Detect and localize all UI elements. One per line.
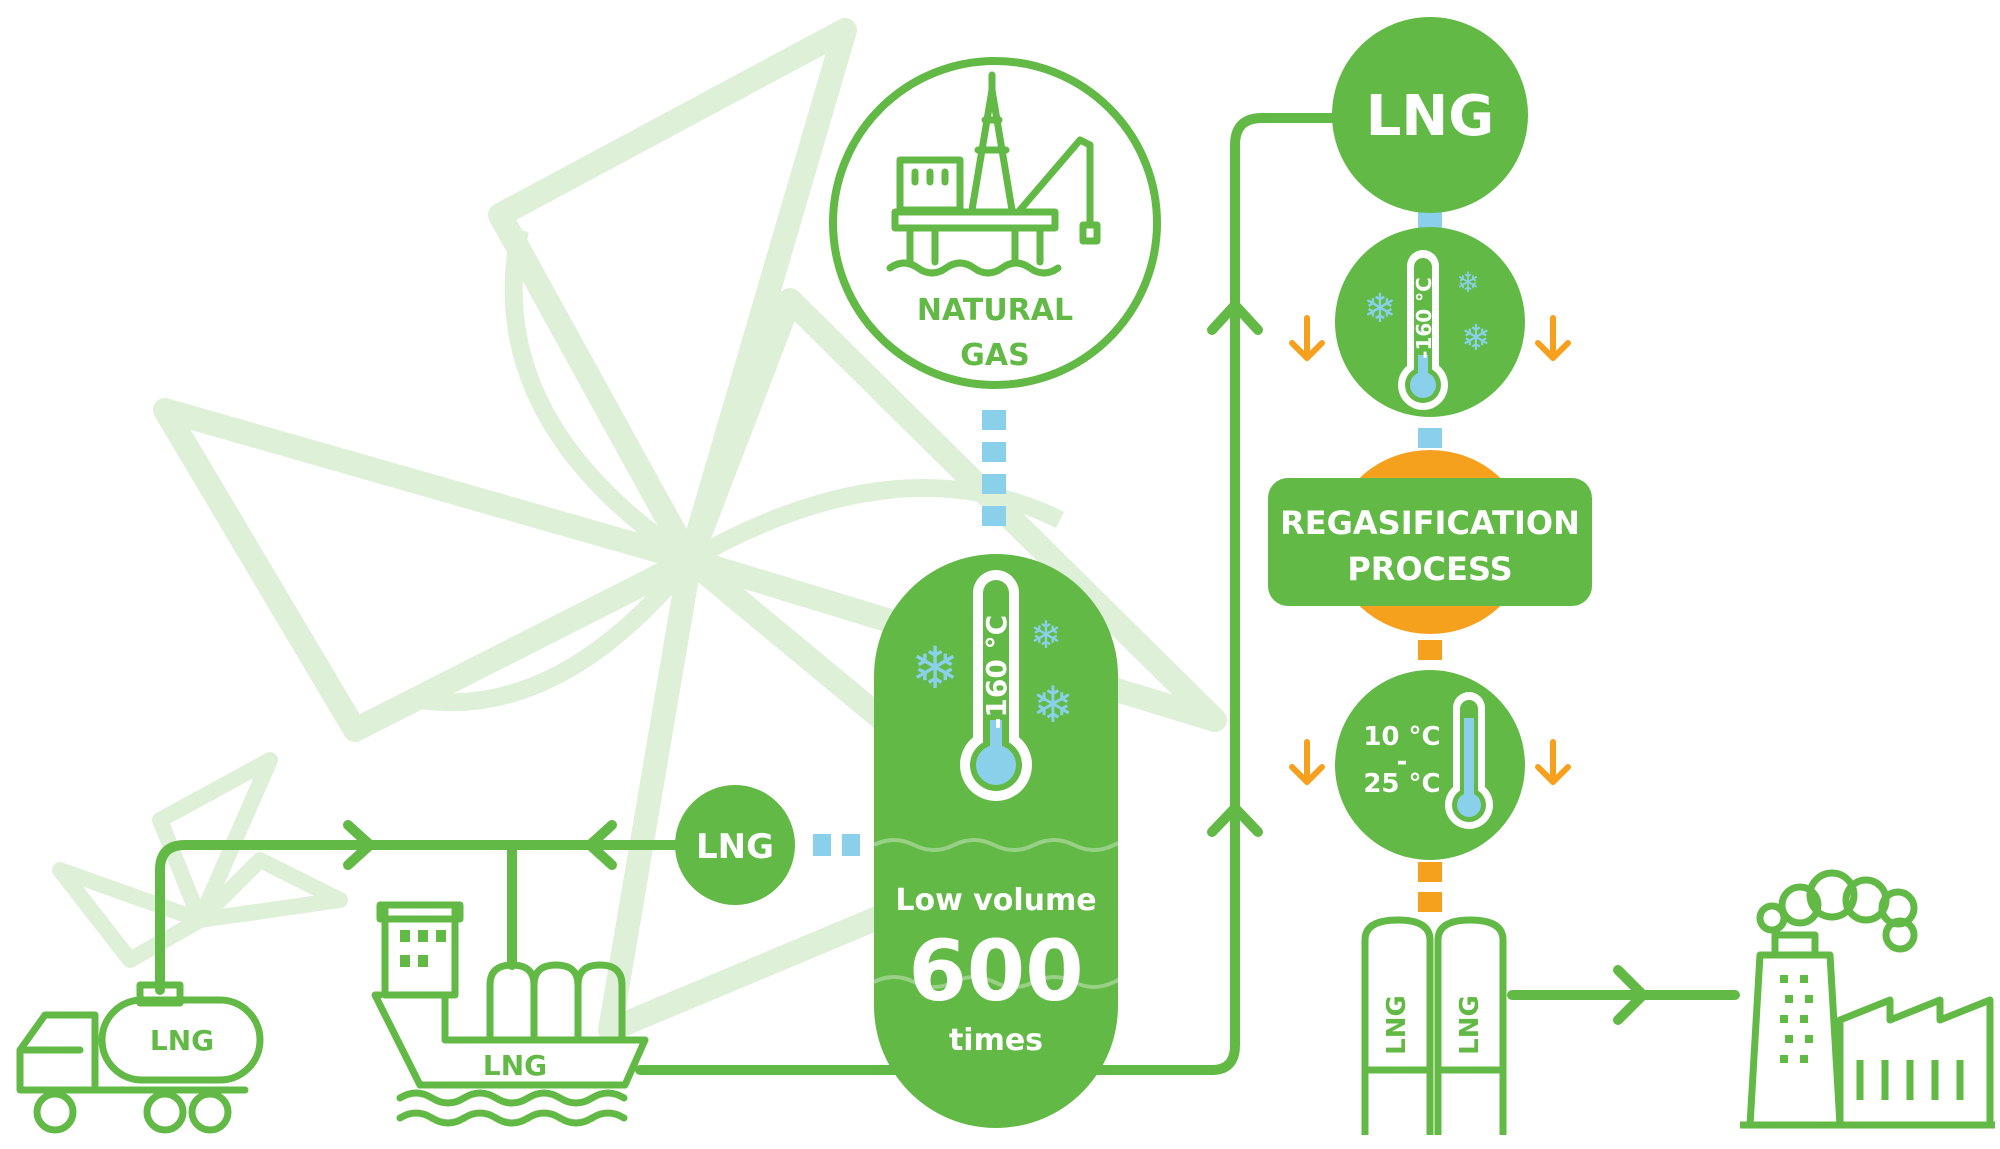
thermometer-icon: [960, 570, 1032, 801]
regasification-label-line1: REGASIFICATION: [1280, 504, 1580, 542]
lng-node-small-label: LNG: [696, 827, 774, 867]
connector-dashes: [813, 212, 1442, 912]
lng-node-top-label: LNG: [1366, 84, 1495, 149]
storage-tank-label-2: LNG: [1455, 995, 1485, 1055]
snowflake-icon: ❄: [1030, 613, 1062, 657]
storage-tank-icon: [1361, 916, 1507, 1135]
tanker-truck-icon: [16, 981, 264, 1134]
warm-temperature-node: 10 °C - 25 °C: [1335, 670, 1525, 860]
lng-node-small: LNG: [675, 785, 795, 905]
snowflake-icon: ❄: [1461, 318, 1491, 359]
ship-lng-label: LNG: [483, 1049, 547, 1082]
lng-ship-icon: [371, 901, 649, 1127]
oil-platform-icon: [886, 71, 1101, 277]
factory-icon: [1740, 869, 1995, 1129]
snowflake-icon: ❄: [1456, 266, 1479, 299]
thermometer-icon: [1445, 692, 1493, 829]
lng-node-top: LNG: [1332, 17, 1528, 213]
times-label: times: [949, 1023, 1043, 1058]
factory-windows: [1780, 975, 1813, 1063]
volume-reduction-value: 600: [908, 922, 1083, 1020]
snowflake-icon: ❄: [1363, 286, 1397, 332]
down-arrow-icon: [1289, 315, 1571, 785]
pipe-network: [155, 113, 1740, 1075]
low-volume-label: Low volume: [895, 883, 1096, 918]
ship-windows: [400, 930, 446, 967]
lng-storage-tank: -160 °C ❄ ❄ ❄ Low volume 600 times: [874, 554, 1118, 1128]
natural-gas-label-line1: NATURAL: [917, 293, 1073, 328]
storage-tank-label-1: LNG: [1382, 995, 1412, 1055]
thermometer-icon: [1398, 250, 1448, 410]
cold-temperature-node: -160 °C ❄ ❄ ❄: [1335, 227, 1525, 417]
truck-lng-label: LNG: [150, 1024, 214, 1057]
regasification-process: REGASIFICATION PROCESS: [1268, 450, 1592, 634]
snowflake-icon: ❄: [911, 634, 960, 702]
cold-temperature-label: -160 °C: [1412, 277, 1436, 359]
snowflake-icon: ❄: [1032, 676, 1074, 734]
natural-gas-label-line2: GAS: [960, 338, 1029, 373]
warm-temperature-label-2: 25 °C: [1363, 769, 1440, 799]
warm-temperature-dash: -: [1397, 747, 1408, 777]
warm-temperature-label-1: 10 °C: [1363, 722, 1440, 752]
natural-gas-node: NATURAL GAS: [829, 57, 1161, 389]
regasification-label-line2: PROCESS: [1347, 550, 1512, 588]
tank-temperature-label: -160 °C: [980, 615, 1013, 729]
